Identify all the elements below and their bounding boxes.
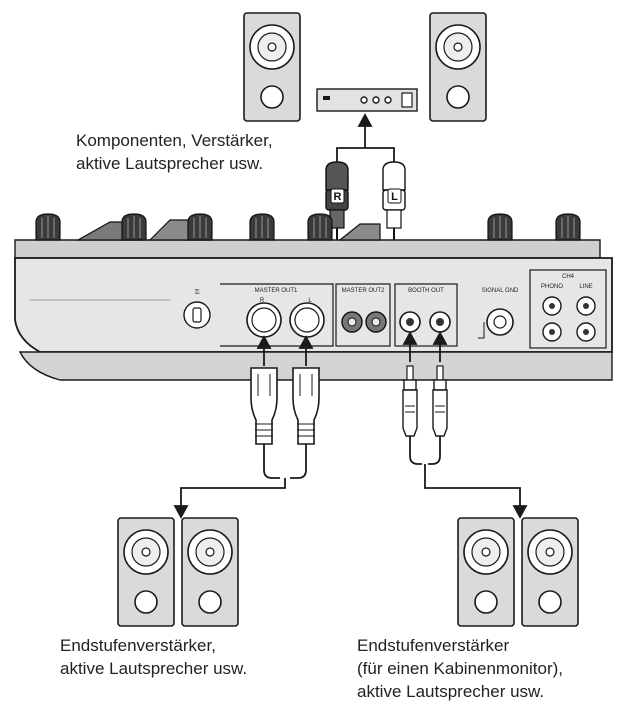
rca-r-label: R [334,191,342,203]
controller-top-controls [14,213,601,259]
bottom-left-speaker-1 [117,517,175,627]
bottom-right-caption-line2: (für einen Kabinenmonitor), [357,659,564,678]
top-caption-line2: aktive Lautsprecher usw. [76,154,264,173]
master-cables [173,444,307,519]
xlr-arrows [256,331,448,366]
booth-out-section: BOOTH OUT [394,283,458,347]
master-out1-l: L [308,298,312,304]
line-label: LINE [579,284,592,290]
bottom-right-speaker-2 [521,517,579,627]
booth-out-label: BOOTH OUT [408,288,444,294]
bottom-right-speaker-1 [457,517,515,627]
phono-label: PHONO [541,284,563,290]
signal-gnd-terminal: SIGNAL GND [478,288,519,339]
rca-l-label: L [391,191,398,203]
bottom-left-caption-line2: aktive Lautsprecher usw. [60,659,248,678]
master-out2-label: MASTER OUT2 [342,288,385,294]
top-caption-line1: Komponenten, Verstärker, [76,131,273,150]
ch4-section: CH4 PHONO LINE [529,269,607,349]
top-left-speaker [243,12,301,122]
bottom-right-caption-line3: aktive Lautsprecher usw. [357,682,545,701]
master-out2-section: MASTER OUT2 [335,283,391,347]
master-out1-label: MASTER OUT1 [255,288,298,294]
bottom-right-caption-line1: Endstufenverstärker [357,636,510,655]
arrow-to-amplifier [336,113,395,172]
top-right-speaker [429,12,487,122]
svg-text:⚿: ⚿ [195,289,200,296]
ch4-label: CH4 [562,274,575,280]
booth-cables [409,436,528,519]
master-out1-r: R [260,298,265,304]
amplifier-unit [316,88,418,112]
bottom-left-speaker-2 [181,517,239,627]
signal-gnd-label: SIGNAL GND [482,288,519,294]
xlr-plug-left [292,367,320,445]
bottom-left-caption-line1: Endstufenverstärker, [60,636,216,655]
lock-slot: ⚿ [183,289,211,329]
xlr-plug-right [250,367,278,445]
